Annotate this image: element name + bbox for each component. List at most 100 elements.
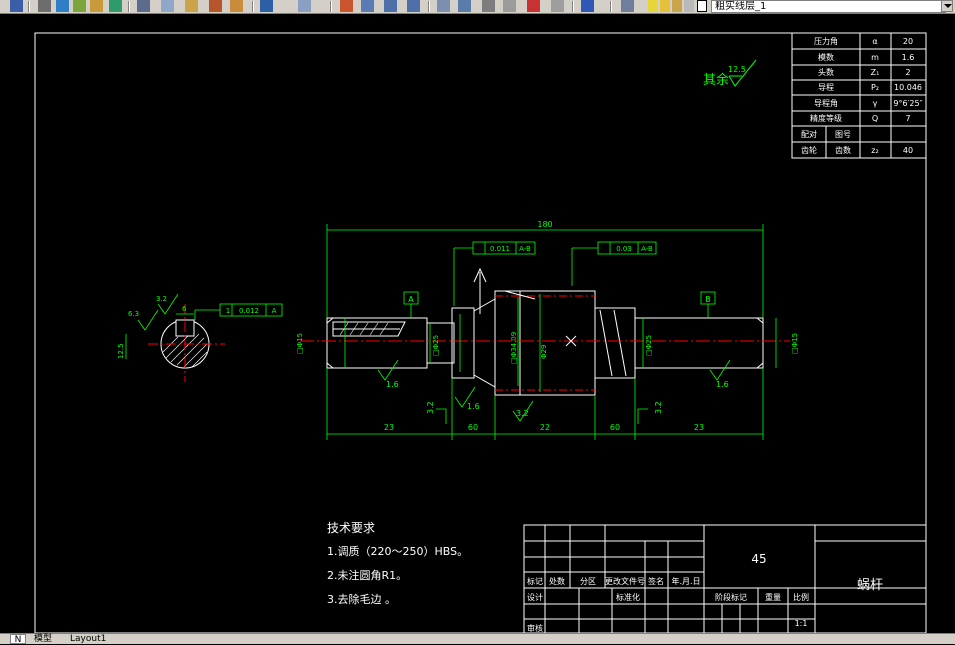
tab-model[interactable]: 模型 (34, 634, 53, 644)
section-tolerance-symbol: 1 (226, 307, 230, 315)
print-icon[interactable] (38, 0, 51, 12)
tolerance-ref: A-B (641, 245, 653, 253)
roughness-label: 1.6 (467, 402, 480, 411)
param-symbol: m (871, 53, 879, 62)
dim-dia-right: □Φ15 (791, 333, 799, 354)
dim-dia-left: □Φ15 (296, 333, 304, 354)
layer-dropdown[interactable]: 粗实线层_1 (711, 0, 946, 13)
section-dim-depth: 12.5 (117, 343, 125, 359)
help-icon[interactable] (581, 0, 594, 12)
section-dim-width: 6 (182, 305, 187, 313)
mate-part-label: 图号 (835, 130, 851, 139)
dim-dia-worm-outer: □Φ34.09 (510, 332, 518, 364)
parameter-table (791, 32, 927, 159)
toolbar-separator (428, 1, 430, 12)
drawing-canvas[interactable]: 压力角 α 20 模数 m 1.6 头数 Z₁ 2 导程 P₂ 10.046 导… (0, 14, 955, 633)
dim-seg-mid-left: 60 (468, 423, 478, 432)
pan-icon[interactable] (340, 0, 353, 12)
param-symbol: α (872, 37, 877, 46)
redo-icon[interactable] (298, 0, 311, 12)
keyway-hatch (339, 322, 389, 336)
mate-teeth-label: 齿轮 (801, 145, 817, 155)
standard-toolbar: 粗实线层_1 (0, 0, 955, 14)
dim-seg-mid: 22 (540, 423, 550, 432)
roughness-label: 3.2 (516, 409, 529, 418)
dim-dia-journal-left: □Φ25 (432, 335, 440, 356)
tolerance-frame-2 (571, 241, 657, 286)
layer-bulb-icon[interactable] (648, 0, 658, 12)
copy-icon[interactable] (161, 0, 174, 12)
tech-req-title: 技术要求 (327, 521, 375, 535)
tolerance-frame-1 (453, 241, 536, 306)
layer-sun-icon[interactable] (660, 0, 670, 12)
block-editor-icon[interactable] (230, 0, 243, 12)
tolerance-ref: A-B (519, 245, 531, 253)
tool-palettes-icon[interactable] (482, 0, 495, 12)
title-row-label: 分区 (580, 577, 596, 586)
dim-dia-journal-right: □Φ25 (645, 335, 653, 356)
tab-layout1[interactable]: Layout1 (70, 634, 107, 644)
param-name: 导程角 (814, 98, 838, 108)
plot-icon[interactable] (90, 0, 103, 12)
undo-icon[interactable] (260, 0, 273, 12)
roughness-note-value: 12.5 (728, 65, 746, 74)
param-name: 精度等级 (810, 113, 842, 123)
title-row-label: 更改文件号 (605, 576, 645, 586)
layer-manager-icon[interactable] (621, 0, 634, 12)
preview-icon[interactable] (56, 0, 69, 12)
param-symbol: γ (873, 99, 878, 108)
chevron-down-icon[interactable] (941, 0, 953, 12)
param-value: 9°6′25″ (893, 99, 922, 108)
param-value: 2 (905, 68, 910, 77)
toolbar-separator (252, 1, 254, 12)
section-arrow (473, 267, 487, 314)
section-tolerance-value: 0.012 (239, 307, 259, 315)
zoom-window-icon[interactable] (384, 0, 397, 12)
mate-label: 配对 (801, 129, 817, 139)
param-name: 模数 (818, 52, 834, 62)
tech-req-item: 3.去除毛边 。 (327, 592, 396, 606)
sheet-set-icon[interactable] (503, 0, 516, 12)
worm-center-mark (565, 335, 577, 347)
toolbar-separator (330, 1, 332, 12)
dim-dia-worm-root: Φ29 (540, 345, 548, 359)
publish-icon[interactable] (73, 0, 86, 12)
mate-teeth-count-label: 齿数 (835, 145, 851, 155)
param-name: 导程 (818, 83, 834, 92)
properties-icon[interactable] (437, 0, 450, 12)
paste-icon[interactable] (185, 0, 198, 12)
mate-teeth-symbol: z₂ (871, 146, 878, 155)
match-properties-icon[interactable] (209, 0, 222, 12)
scale-value: 1:1 (795, 619, 808, 628)
design-center-icon[interactable] (458, 0, 471, 12)
mate-teeth-value: 40 (903, 146, 913, 155)
layout-tabs: N 模型 Layout1 (0, 633, 955, 645)
review-label: 审核 (527, 623, 543, 633)
roughness-label: 3.2 (426, 401, 435, 414)
title-row-label: 标记 (527, 576, 543, 586)
dim-seg-mid-right: 60 (610, 423, 620, 432)
roughness-symbols (377, 359, 731, 424)
markup-icon[interactable] (527, 0, 540, 12)
toolbar-separator (28, 1, 30, 12)
tech-req-item: 1.调质（220～250）HBS。 (327, 545, 468, 558)
tolerance-value: 0.03 (616, 245, 632, 253)
datum-b-label: B (705, 295, 711, 304)
layer-freeze-icon[interactable] (684, 0, 694, 12)
param-name: 头数 (818, 67, 834, 77)
tolerance-value: 0.011 (490, 245, 510, 253)
zoom-realtime-icon[interactable] (361, 0, 374, 12)
zoom-previous-icon[interactable] (407, 0, 420, 12)
stage-label: 阶段标记 (715, 592, 747, 602)
param-value: 10.046 (894, 83, 922, 92)
calculator-icon[interactable] (551, 0, 564, 12)
save-icon[interactable] (10, 0, 23, 12)
cut-icon[interactable] (137, 0, 150, 12)
etransmit-icon[interactable] (109, 0, 122, 12)
section-roughness-a: 6.3 (128, 310, 139, 318)
scale-label: 比例 (793, 592, 809, 602)
layer-color-icon[interactable] (697, 0, 707, 12)
section-view: 1 0.012 A 6.3 3.2 6 12.5 (117, 293, 283, 382)
datum-a (403, 291, 419, 318)
layer-lock-icon[interactable] (672, 0, 682, 12)
